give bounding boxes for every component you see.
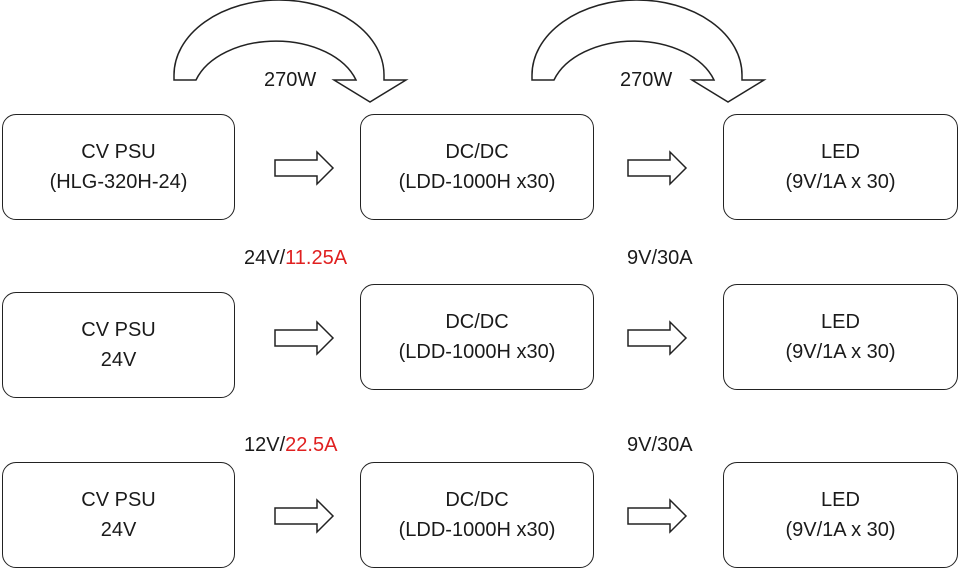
dcdc-box-row1: DC/DC (LDD-1000H x30): [360, 114, 594, 220]
psu-title: CV PSU: [81, 141, 156, 163]
psu-box-row1: CV PSU (HLG-320H-24): [2, 114, 235, 220]
psu-model: (HLG-320H-24): [49, 171, 188, 193]
psu-title: CV PSU: [81, 489, 156, 511]
led-title: LED: [821, 311, 860, 333]
input-current: 22.5A: [285, 434, 338, 456]
dcdc-title: DC/DC: [445, 141, 509, 163]
output-label-row2: 9V/30A: [627, 247, 693, 269]
led-spec: (9V/1A x 30): [785, 519, 896, 541]
psu-title: CV PSU: [81, 319, 156, 341]
block-arrow-row1-b: [627, 151, 687, 185]
led-box-row1: LED (9V/1A x 30): [723, 114, 958, 220]
block-arrow-row3-b: [627, 499, 687, 533]
led-box-row3: LED (9V/1A x 30): [723, 462, 958, 568]
led-title: LED: [821, 489, 860, 511]
input-voltage: 24V/: [244, 247, 286, 269]
dcdc-model: (LDD-1000H x30): [398, 519, 556, 541]
dcdc-title: DC/DC: [445, 311, 509, 333]
block-arrow-row1-a: [274, 151, 334, 185]
input-label-row2: 24V/11.25A: [244, 246, 347, 270]
dcdc-box-row2: DC/DC (LDD-1000H x30): [360, 284, 594, 390]
input-current: 11.25A: [285, 247, 348, 269]
block-arrow-row3-a: [274, 499, 334, 533]
psu-box-row3: CV PSU 24V: [2, 462, 235, 568]
input-label-row3: 12V/22.5A: [244, 433, 337, 457]
block-arrow-row2-a: [274, 321, 334, 355]
dcdc-title: DC/DC: [445, 489, 509, 511]
power-label-1: 270W: [264, 69, 317, 91]
dcdc-box-row3: DC/DC (LDD-1000H x30): [360, 462, 594, 568]
led-spec: (9V/1A x 30): [785, 341, 896, 363]
dcdc-model: (LDD-1000H x30): [398, 171, 556, 193]
block-arrow-row2-b: [627, 321, 687, 355]
psu-voltage: 24V: [100, 519, 137, 541]
led-title: LED: [821, 141, 860, 163]
psu-box-row2: CV PSU 24V: [2, 292, 235, 398]
psu-voltage: 24V: [100, 349, 137, 371]
output-label-row3: 9V/30A: [627, 434, 693, 456]
power-label-2: 270W: [620, 69, 673, 91]
led-box-row2: LED (9V/1A x 30): [723, 284, 958, 390]
input-voltage: 12V/: [244, 434, 286, 456]
led-spec: (9V/1A x 30): [785, 171, 896, 193]
dcdc-model: (LDD-1000H x30): [398, 341, 556, 363]
